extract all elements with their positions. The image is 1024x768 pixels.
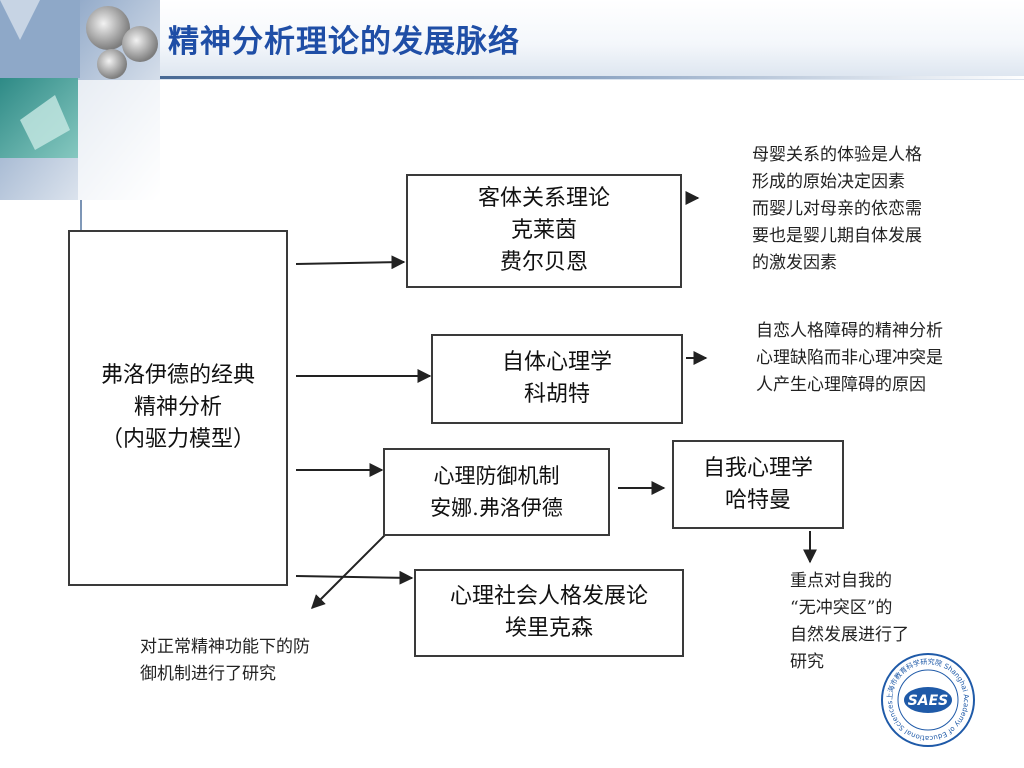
object-relations-note: 母婴关系的体验是人格 形成的原始决定因素 而婴儿对母亲的依恋需 要也是婴儿期自体…	[752, 142, 922, 277]
defense-note-line-1: 对正常精神功能下的防	[140, 637, 310, 657]
object-relations-line-1: 客体关系理论	[477, 186, 610, 211]
ego-psychology-line-2: 哈特曼	[724, 487, 791, 513]
arrow-to-object-relations	[295, 255, 406, 270]
psychosocial-development-box: 心理社会人格发展论 埃里克森	[414, 569, 684, 657]
ego-psychology-line-1: 自我心理学	[702, 455, 813, 481]
ego-psychology-note-line-4: 研究	[790, 652, 824, 672]
self-psychology-note: 自恋人格障碍的精神分析 心理缺陷而非心理冲突是 人产生心理障碍的原因	[756, 318, 943, 399]
defense-note: 对正常精神功能下的防 御机制进行了研究	[140, 634, 310, 688]
self-psychology-note-line-1: 自恋人格障碍的精神分析	[756, 321, 943, 341]
object-relations-box: 客体关系理论 克莱茵 费尔贝恩	[406, 174, 682, 288]
freud-box-line-3: （内驱力模型）	[100, 427, 255, 452]
freud-classic-box: 弗洛伊德的经典 精神分析 （内驱力模型）	[68, 230, 288, 586]
header-band	[80, 0, 1024, 80]
defense-mechanism-line-2: 安娜.弗洛伊德	[430, 496, 563, 520]
logo-text: SAES	[908, 693, 949, 709]
ego-psychology-note-line-2: “无冲突区”的	[790, 598, 893, 618]
self-psychology-line-2: 科胡特	[523, 382, 590, 407]
object-relations-line-2: 克莱茵	[510, 218, 577, 243]
ego-psychology-note-line-3: 自然发展进行了	[790, 625, 909, 645]
self-psychology-note-line-3: 人产生心理障碍的原因	[756, 375, 926, 395]
ego-psychology-box: 自我心理学 哈特曼	[672, 440, 844, 529]
psychosocial-line-2: 埃里克森	[504, 616, 593, 641]
object-relations-note-line-1: 母婴关系的体验是人格	[752, 145, 922, 165]
defense-note-line-2: 御机制进行了研究	[140, 664, 276, 684]
freud-box-line-1: 弗洛伊德的经典	[100, 363, 255, 388]
object-relations-line-3: 费尔贝恩	[499, 250, 588, 275]
defense-mechanism-box: 心理防御机制 安娜.弗洛伊德	[383, 448, 610, 536]
object-relations-note-line-3: 而婴儿对母亲的依恋需	[752, 199, 922, 219]
self-psychology-line-1: 自体心理学	[501, 350, 612, 375]
freud-box-line-2: 精神分析	[133, 395, 222, 420]
self-psychology-box: 自体心理学 科胡特	[431, 334, 683, 424]
defense-mechanism-line-1: 心理防御机制	[433, 464, 560, 488]
saes-logo: 上海市教育科学研究院 Shanghai Academy of Education…	[881, 653, 975, 747]
self-psychology-note-line-2: 心理缺陷而非心理冲突是	[756, 348, 943, 368]
ego-psychology-note-line-1: 重点对自我的	[790, 571, 892, 591]
arrow-to-psychosocial	[295, 570, 414, 585]
ego-psychology-note: 重点对自我的 “无冲突区”的 自然发展进行了 研究	[790, 568, 909, 676]
page-title: 精神分析理论的发展脉络	[168, 24, 520, 60]
object-relations-note-line-4: 要也是婴儿期自体发展	[752, 226, 922, 246]
object-relations-note-line-2: 形成的原始决定因素	[752, 172, 905, 192]
psychosocial-line-1: 心理社会人格发展论	[449, 584, 648, 609]
object-relations-note-line-5: 的激发因素	[752, 253, 837, 273]
header-collage-image	[0, 0, 160, 200]
header-rule	[80, 76, 1024, 79]
arrow-to-defense-note	[311, 529, 391, 609]
